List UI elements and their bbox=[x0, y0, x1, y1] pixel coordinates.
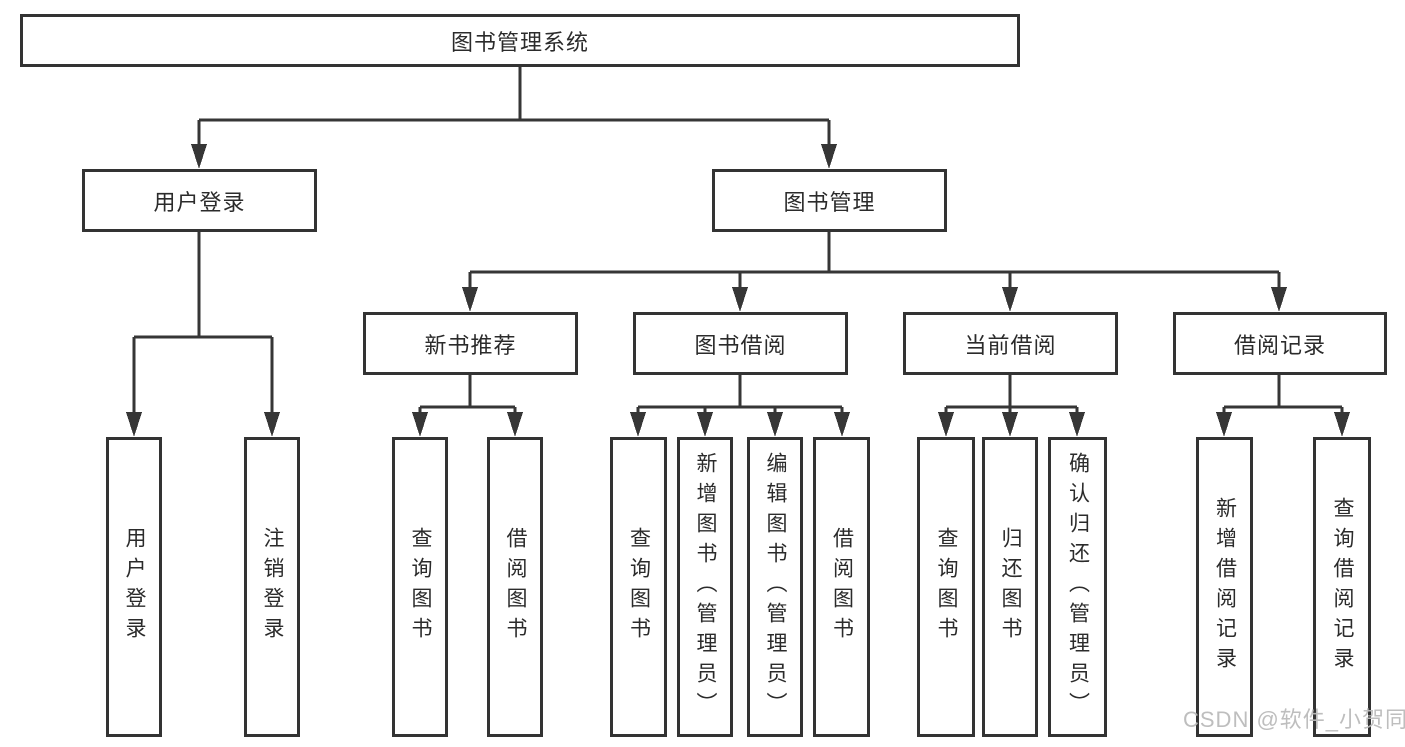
edges-book-management-children bbox=[462, 232, 1287, 312]
edges-borrow-records-children bbox=[1216, 375, 1350, 437]
leaf-records-add-record: 新增借阅记录 bbox=[1196, 437, 1253, 737]
edges-user-login-children bbox=[126, 232, 280, 437]
node-book-borrow: 图书借阅 bbox=[633, 312, 848, 375]
leaf-recommend-borrow-books: 借阅图书 bbox=[487, 437, 543, 737]
leaf-recommend-query-books: 查询图书 bbox=[392, 437, 448, 737]
leaf-current-return-books: 归还图书 bbox=[982, 437, 1038, 737]
edges-current-borrow-children bbox=[938, 375, 1085, 437]
node-root-system: 图书管理系统 bbox=[20, 14, 1020, 67]
leaf-logout: 注销登录 bbox=[244, 437, 300, 737]
edges-book-borrow-children bbox=[630, 375, 850, 437]
node-current-borrow: 当前借阅 bbox=[903, 312, 1118, 375]
leaf-borrow-borrow-books: 借阅图书 bbox=[813, 437, 870, 737]
node-user-login: 用户登录 bbox=[82, 169, 317, 232]
leaf-borrow-edit-books-admin: 编辑图书（管理员） bbox=[747, 437, 803, 737]
edges-new-book-children bbox=[412, 375, 523, 437]
leaf-borrow-query-books: 查询图书 bbox=[610, 437, 667, 737]
leaf-current-confirm-return-admin: 确认归还（管理员） bbox=[1048, 437, 1107, 737]
leaf-current-query-books: 查询图书 bbox=[917, 437, 975, 737]
node-new-book-recommend: 新书推荐 bbox=[363, 312, 578, 375]
leaf-user-login: 用户登录 bbox=[106, 437, 162, 737]
node-book-management: 图书管理 bbox=[712, 169, 947, 232]
leaf-records-query-record: 查询借阅记录 bbox=[1313, 437, 1371, 737]
csdn-watermark: CSDN @软件_小贺同学 bbox=[1183, 707, 1405, 732]
leaf-borrow-add-books-admin: 新增图书（管理员） bbox=[677, 437, 733, 737]
node-borrow-records: 借阅记录 bbox=[1173, 312, 1387, 375]
edges-root-to-level2 bbox=[191, 67, 837, 169]
